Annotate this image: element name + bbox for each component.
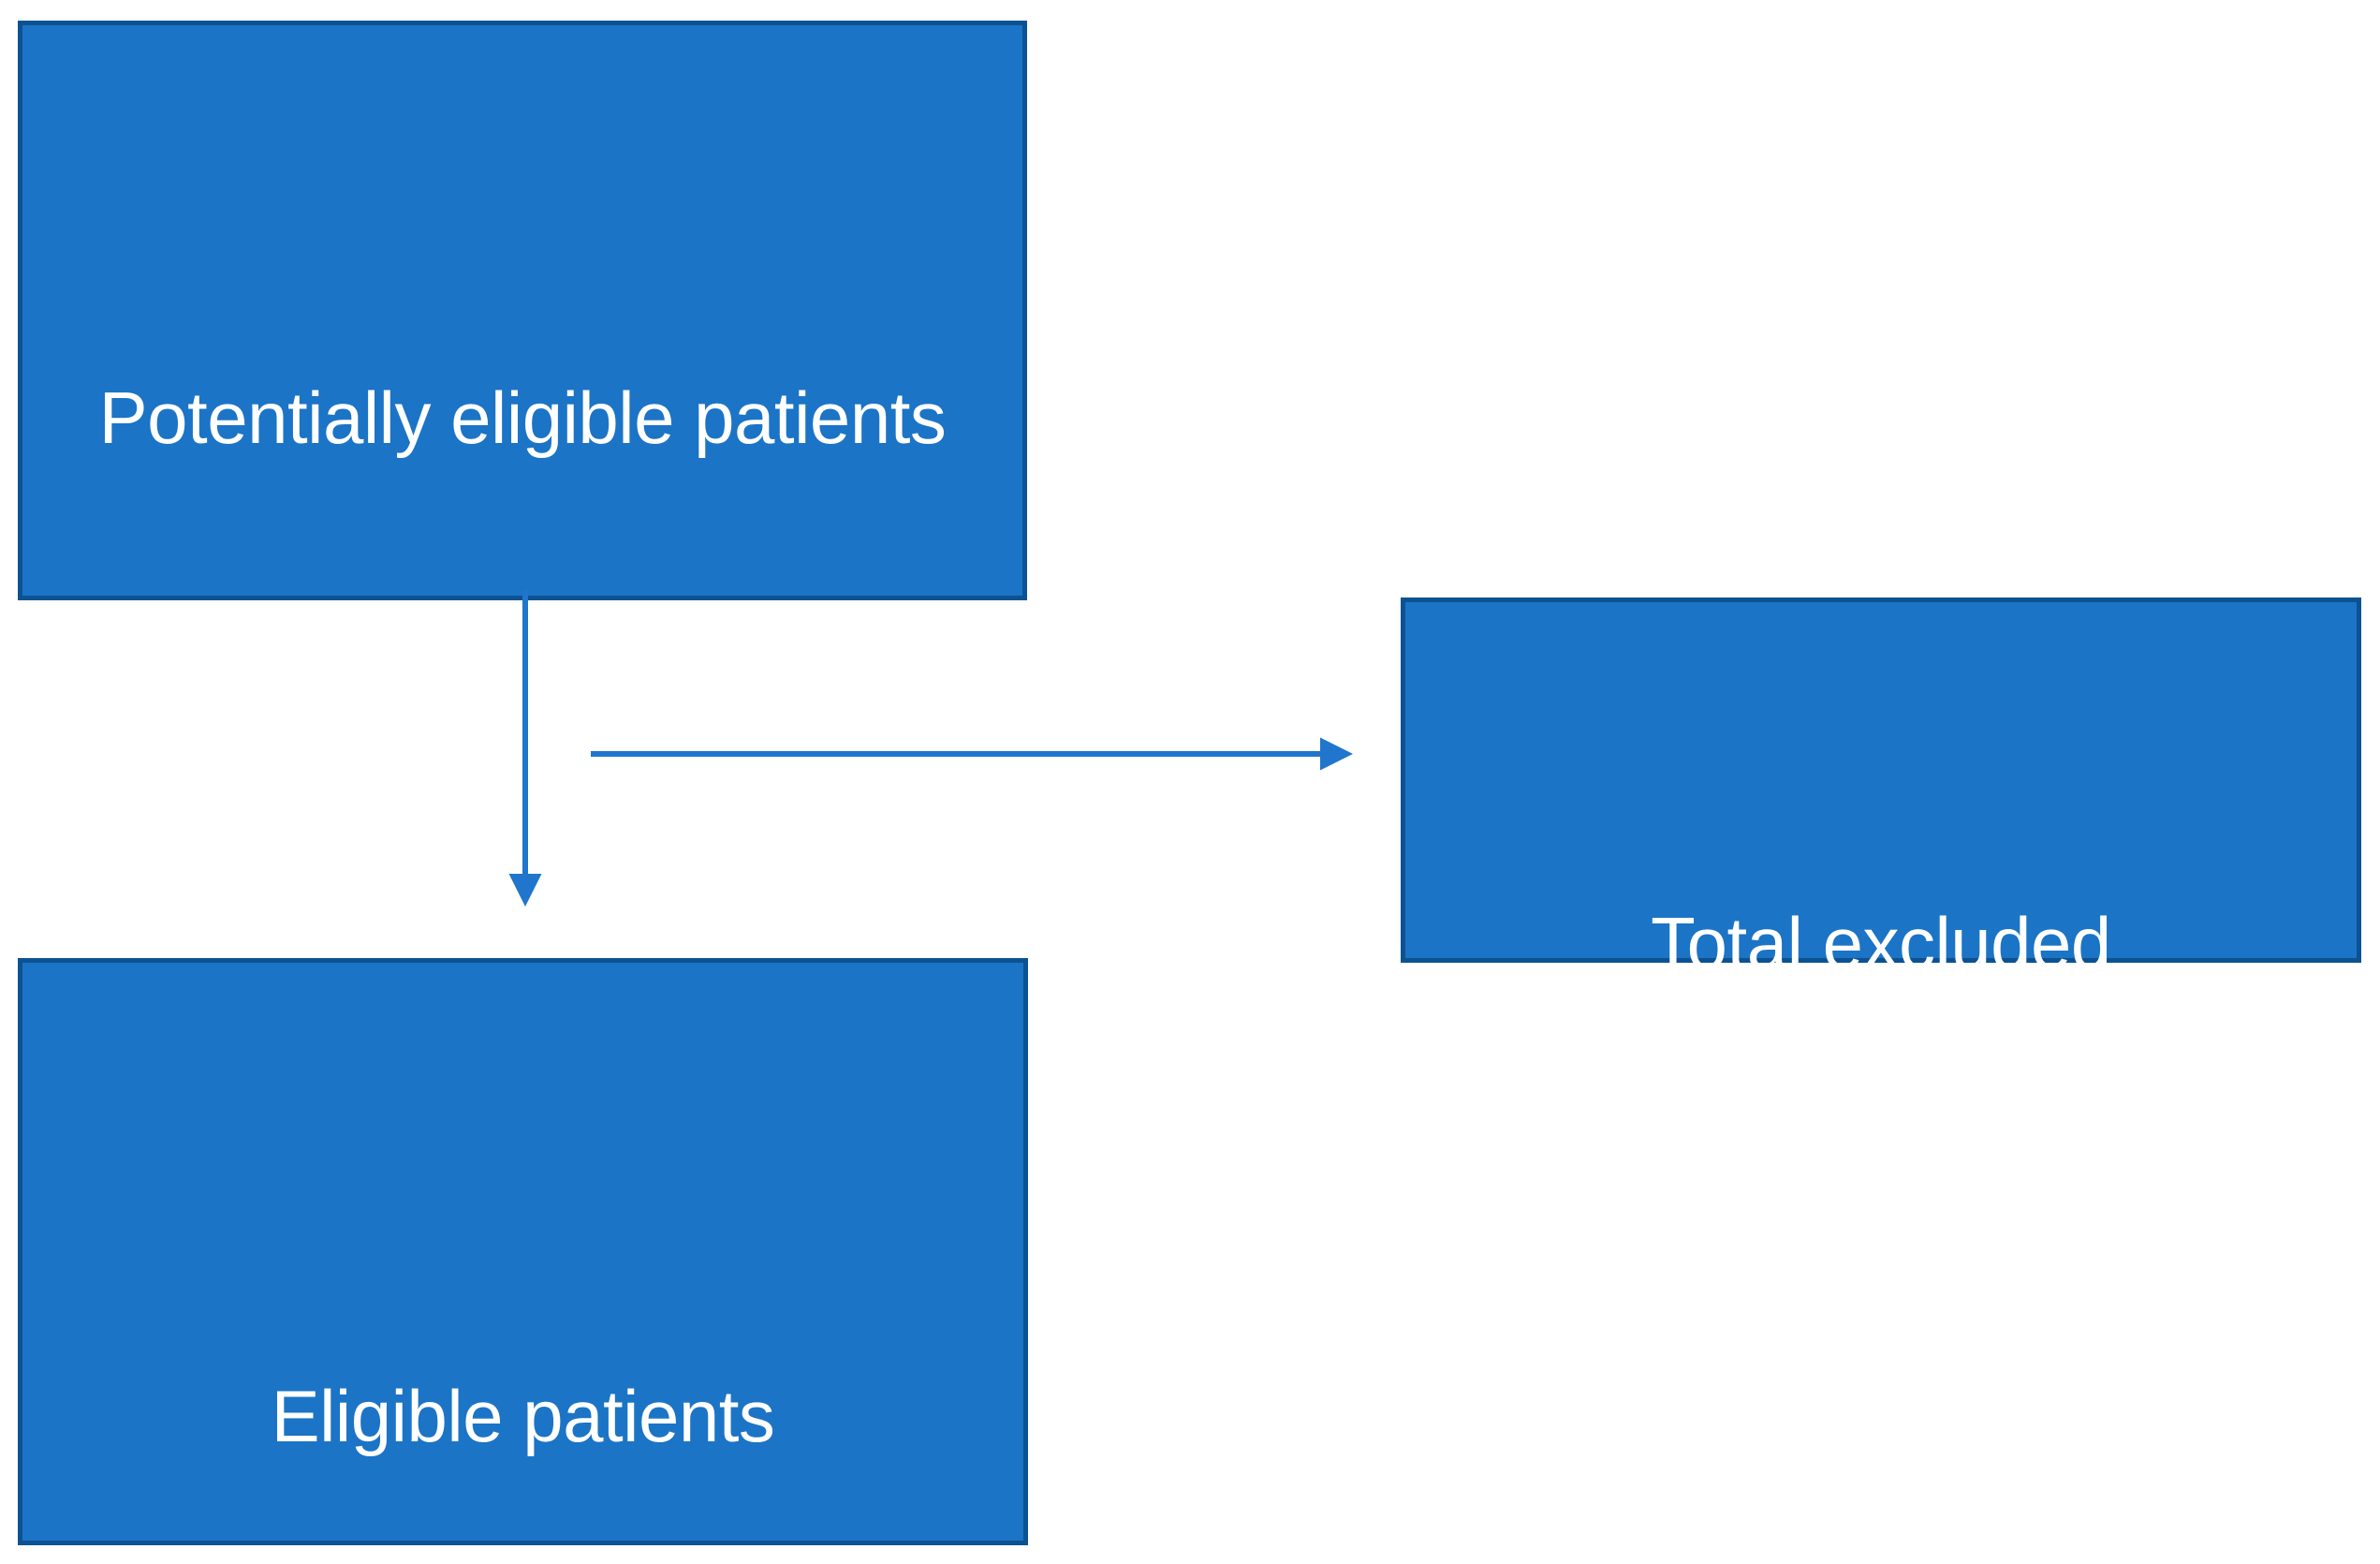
- node-total-excluded-line-1: Total excluded: [1651, 902, 2111, 984]
- node-potentially-eligible-line-1: Potentially eligible patients: [98, 376, 947, 459]
- node-total-excluded[interactable]: Total excluded n=62: [1401, 598, 2361, 1279]
- node-potentially-eligible[interactable]: Potentially eligible patients with sched…: [18, 21, 1027, 1049]
- node-potentially-eligible-line-2: with scheduled MRI 2018: [117, 671, 928, 754]
- node-eligible-patients-line-1: Eligible patients: [271, 1375, 775, 1457]
- node-eligible-patients-text: Eligible patients n=122: [272, 1171, 775, 1564]
- node-eligible-patients[interactable]: Eligible patients n=122: [18, 958, 1028, 1545]
- node-total-excluded-count: n=62: [1800, 1197, 1962, 1279]
- node-total-excluded-text: Total excluded n=62: [1651, 698, 2111, 1484]
